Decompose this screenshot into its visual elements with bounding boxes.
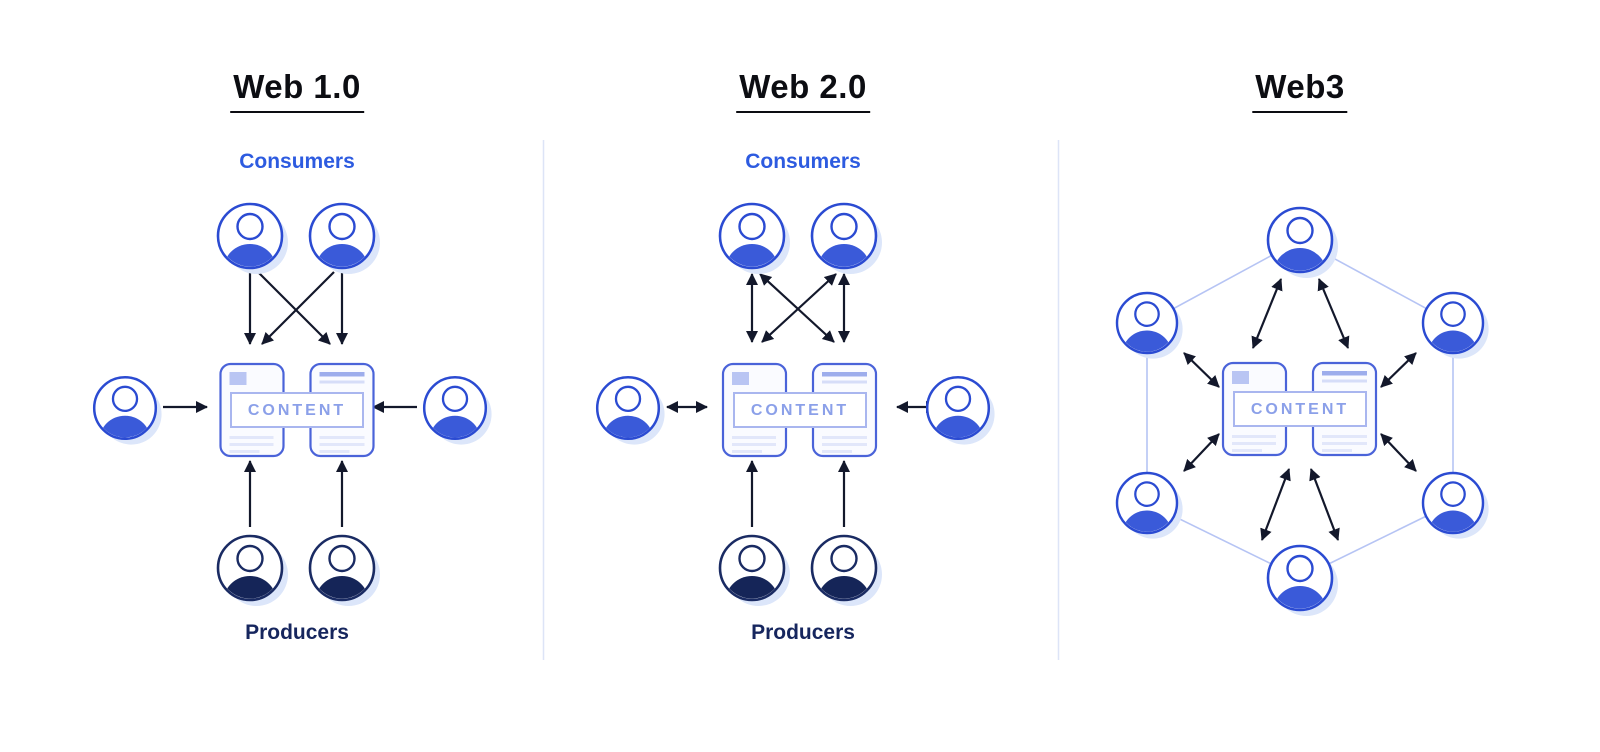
panel-title-web1: Web 1.0: [230, 68, 364, 113]
arrow-two-way: [1380, 433, 1417, 472]
content-banner: CONTENT: [733, 392, 867, 428]
consumer-icon: [94, 377, 161, 467]
consumer-icon: [310, 204, 380, 298]
panel-title-web2: Web 2.0: [736, 68, 870, 113]
consumer-icon: [720, 204, 790, 298]
web3-arrows: [1183, 278, 1417, 541]
producers-label: Producers: [245, 621, 349, 644]
arrow-two-way: [1317, 278, 1350, 349]
peer-icon: [1423, 293, 1489, 381]
arrow-down-cross: [257, 271, 331, 345]
peer-icon: [1117, 473, 1183, 561]
producer-icon: [218, 536, 288, 630]
arrow-down-cross: [261, 271, 335, 345]
consumer-icon: [927, 377, 994, 467]
consumer-icon: [597, 377, 664, 467]
consumer-icon: [812, 204, 882, 298]
content-banner: CONTENT: [1233, 391, 1367, 427]
web2-arrows: [666, 273, 938, 527]
consumers-label: Consumers: [745, 150, 861, 173]
consumer-icon: [218, 204, 288, 298]
arrow-two-way: [1251, 278, 1283, 349]
peer-icon: [1117, 293, 1183, 381]
producers-label: Producers: [751, 621, 855, 644]
web1-arrows: [163, 271, 417, 527]
arrow-two-way: [1183, 352, 1220, 388]
content-banner: CONTENT: [230, 392, 364, 428]
producer-icon: [812, 536, 882, 630]
arrow-two-way: [1260, 468, 1291, 541]
arrow-two-way: [1309, 468, 1340, 541]
arrow-two-way: [1380, 352, 1417, 388]
peer-icon: [1268, 546, 1338, 640]
arrow-two-way-cross: [761, 273, 837, 343]
arrow-two-way-cross: [759, 273, 835, 343]
producer-icon: [720, 536, 790, 630]
arrow-two-way: [1183, 433, 1220, 472]
consumer-icon: [424, 377, 491, 467]
consumers-label: Consumers: [239, 150, 355, 173]
panel-title-web3: Web3: [1252, 68, 1348, 113]
producer-icon: [310, 536, 380, 630]
peer-icon: [1423, 473, 1489, 561]
